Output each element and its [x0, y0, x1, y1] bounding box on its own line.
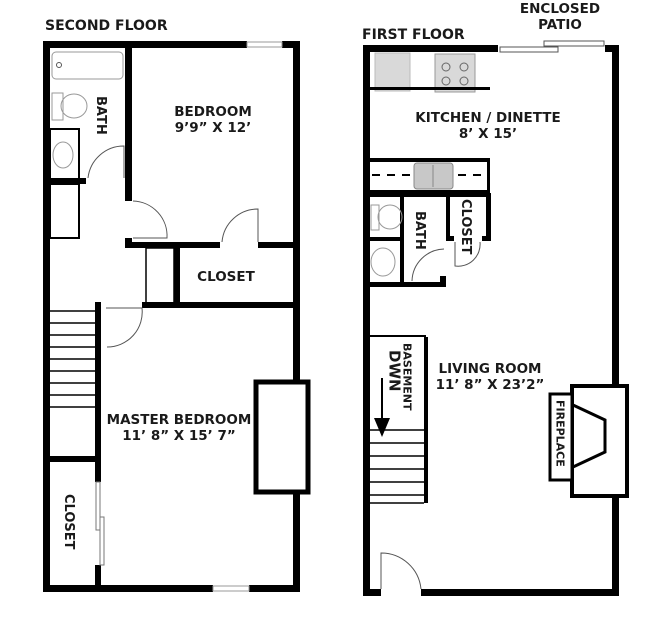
first-floor-closet-label: CLOSET [457, 199, 473, 255]
patio-line1: ENCLOSED [519, 1, 601, 17]
master-closet-label: CLOSET [60, 494, 76, 550]
bedroom-size: 9’9” X 12’ [174, 119, 252, 136]
kitchen-name: KITCHEN / DINETTE [415, 110, 561, 126]
patio-line2: PATIO [538, 16, 582, 33]
fireplace-label: FIREPLACE [553, 400, 567, 467]
master-bedroom-room-label: MASTER BEDROOM 11’ 8” X 15’ 7” [106, 412, 252, 444]
kitchen-room-label: KITCHEN / DINETTE 8’ X 15’ [415, 110, 561, 142]
first-floor-walls [363, 45, 619, 596]
bedroom-room-label: BEDROOM 9’9” X 12’ [174, 104, 252, 136]
bedroom-name: BEDROOM [174, 104, 252, 120]
second-floor-walls [43, 41, 300, 592]
bedroom-closet-label: CLOSET [197, 269, 255, 285]
living-room-label: LIVING ROOM 11’ 8” X 23’2” [435, 361, 545, 393]
living-room-name: LIVING ROOM [438, 361, 542, 377]
basement-label: BASEMENT [400, 343, 414, 411]
second-floor-bath-label: BATH [92, 96, 108, 135]
kitchen-size: 8’ X 15’ [458, 125, 518, 142]
basement-direction: DWN [385, 350, 404, 392]
second-floor-details [49, 41, 311, 592]
first-floor-details [370, 40, 629, 590]
enclosed-patio-label: ENCLOSED PATIO [519, 1, 601, 33]
first-floor-title: FIRST FLOOR [362, 27, 465, 43]
second-floor-title: SECOND FLOOR [45, 18, 168, 34]
first-floor-bath-label: BATH [411, 211, 427, 250]
master-bedroom-name: MASTER BEDROOM [106, 412, 252, 428]
master-bedroom-size: 11’ 8” X 15’ 7” [122, 427, 236, 444]
living-room-size: 11’ 8” X 23’2” [435, 376, 545, 393]
